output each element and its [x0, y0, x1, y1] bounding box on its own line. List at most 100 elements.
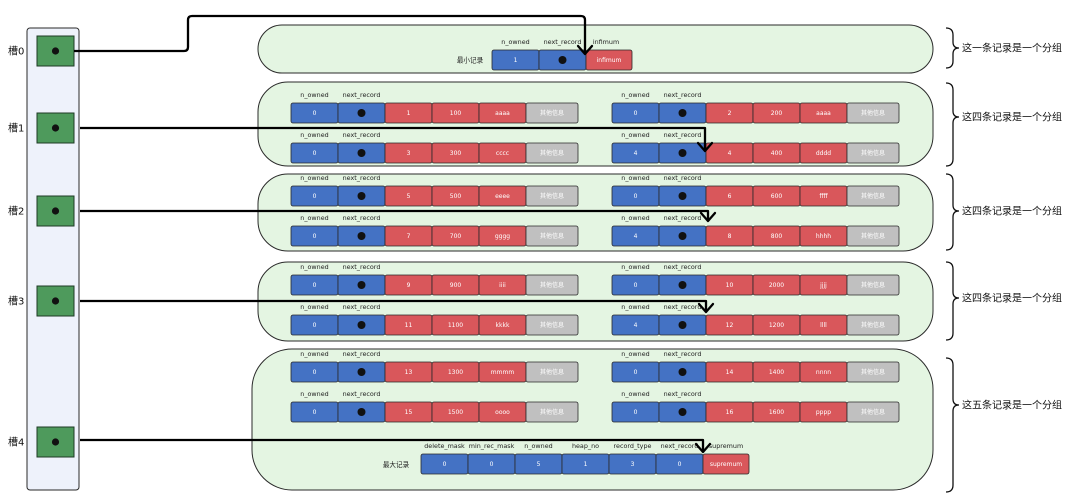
n-owned-value: 0	[313, 322, 317, 329]
slot-pointers	[74, 14, 717, 454]
next-record-label: next_record	[664, 174, 702, 182]
other-info-box	[846, 274, 900, 296]
column-1-value: 6	[728, 193, 732, 200]
column-1-value: 8	[728, 233, 732, 240]
other-info-value: 其他信息	[861, 368, 885, 376]
column-3-value: iiii	[499, 282, 506, 289]
group-annotation: 这四条记录是一个分组	[945, 82, 1062, 167]
n-owned-label: n_owned	[621, 214, 649, 222]
next-record-label: next_record	[664, 390, 702, 398]
n-owned-label: n_owned	[300, 174, 328, 182]
column-2-value: 1200	[769, 322, 784, 329]
pointer-dot-icon	[357, 232, 366, 240]
group-brace	[945, 27, 960, 69]
next-record-label: next_record	[664, 91, 702, 99]
column-1-value: 14	[726, 369, 734, 376]
field-label: delete_mask	[424, 442, 465, 450]
arrowhead-icon	[696, 141, 714, 153]
pointer-dot-icon	[678, 192, 687, 200]
slot-pointer-dot-icon	[51, 297, 60, 305]
pointer-dot-icon	[357, 408, 366, 416]
slot-1-pointer-arrow	[80, 126, 707, 150]
supremum-record: 最大记录delete_mask0min_rec_mask0n_owned5hea…	[383, 442, 750, 475]
pointer-dot-icon	[357, 321, 366, 329]
n-owned-value: 0	[313, 193, 317, 200]
column-1-value: 12	[726, 322, 734, 329]
n-owned-label: n_owned	[621, 350, 649, 358]
n-owned-label: n_owned	[300, 263, 328, 271]
column-1-value: 9	[407, 282, 411, 289]
column-1-value: 2	[728, 110, 732, 117]
n-owned-value: 0	[313, 409, 317, 416]
other-info-value: 其他信息	[861, 321, 885, 329]
column-3-value: nnnn	[816, 369, 831, 376]
group-note: 这四条记录是一个分组	[962, 292, 1062, 305]
next-record-label: next_record	[664, 214, 702, 222]
pointer-dot-icon	[357, 109, 366, 117]
arrowhead-icon	[694, 442, 712, 454]
group-brace	[945, 261, 960, 341]
field-label: next_record	[661, 442, 699, 450]
pointer-dot-icon	[678, 408, 687, 416]
column-1-value: 11	[405, 322, 413, 329]
column-3-value: eeee	[495, 193, 510, 200]
slot-1: 槽1	[8, 112, 75, 144]
pointer-dot-icon	[558, 56, 567, 64]
arrowhead-icon	[576, 44, 594, 56]
column-1-value: 3	[407, 150, 411, 157]
other-info-box	[525, 274, 579, 296]
column-3-value: cccc	[496, 150, 509, 157]
column-2-value: 500	[450, 193, 462, 200]
other-info-value: 其他信息	[540, 281, 564, 289]
column-3-value: aaaa	[495, 110, 510, 117]
column-1-value: 16	[726, 409, 734, 416]
pointer-dot-icon	[678, 368, 687, 376]
slot-4-pointer-arrow	[80, 438, 705, 451]
record-group-outline	[257, 24, 934, 74]
n-owned-label: n_owned	[621, 131, 649, 139]
column-3-value: aaaa	[816, 110, 831, 117]
slot-pointer-dot-icon	[51, 438, 60, 446]
other-info-value: 其他信息	[540, 192, 564, 200]
slot-2: 槽2	[8, 195, 75, 227]
next-record-label: next_record	[343, 263, 381, 271]
next-record-label: next_record	[343, 91, 381, 99]
field-value: 0	[443, 461, 447, 468]
pointer-dot-icon	[357, 368, 366, 376]
field-value: 0	[490, 461, 494, 468]
slot-0-pointer-arrow	[74, 14, 587, 53]
column-2-value: 900	[450, 282, 462, 289]
infimum-value: infimum	[597, 57, 622, 64]
other-info-value: 其他信息	[861, 149, 885, 157]
max-record-caption: 最大记录	[383, 460, 410, 469]
infimum-box	[585, 49, 633, 71]
slot-3: 槽3	[8, 285, 75, 317]
n-owned-value: 0	[313, 282, 317, 289]
field-label: min_rec_mask	[469, 442, 515, 450]
n-owned-label: n_owned	[621, 390, 649, 398]
other-info-value: 其他信息	[540, 321, 564, 329]
other-info-value: 其他信息	[540, 232, 564, 240]
n-owned-value: 0	[634, 369, 638, 376]
slot-0: 槽0	[8, 35, 75, 67]
other-info-box	[525, 225, 579, 247]
supremum-box	[702, 453, 750, 475]
column-1-value: 13	[405, 369, 413, 376]
group-note: 这四条记录是一个分组	[962, 205, 1062, 218]
other-info-value: 其他信息	[861, 232, 885, 240]
n-owned-label: n_owned	[300, 390, 328, 398]
group-brace	[945, 357, 960, 493]
other-info-box	[525, 102, 579, 124]
other-info-value: 其他信息	[540, 408, 564, 416]
column-1-value: 4	[728, 150, 732, 157]
